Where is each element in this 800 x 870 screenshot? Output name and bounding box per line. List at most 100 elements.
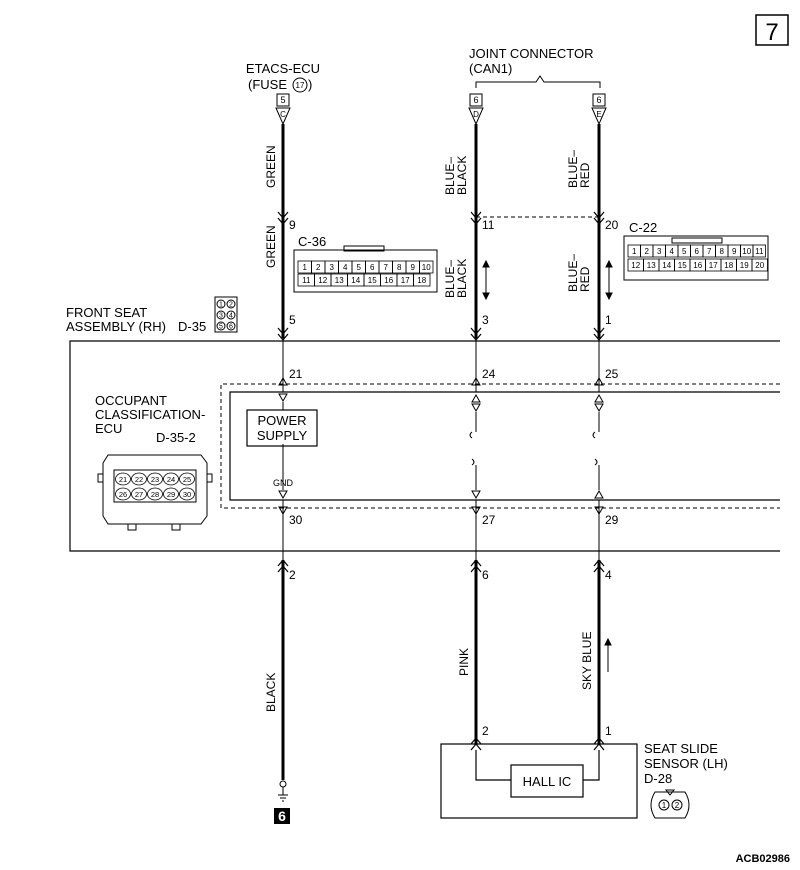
wire-label-blue-black-mid: BLUE–BLACK [443,259,469,298]
ground-number: 6 [278,808,286,824]
c36-pin-label: 14 [351,276,360,285]
d28-connector-icon: 1 2 [650,789,690,819]
pin-br-ecu-bottom: 29 [605,513,619,527]
wire-label-blue-black-top: BLUE–BLACK [443,156,469,195]
d35-2-pin-label: 29 [167,490,175,499]
wire-label-blue-red-mid: BLUE–RED [566,254,592,292]
c22-cell [751,258,768,272]
c36-pin-label: 12 [318,276,327,285]
c22-pin-label: 19 [740,261,749,270]
d35-connector-icon: 1 2 3 4 5 6 [214,296,238,333]
ecu-internal-terminals [278,376,604,516]
wire-lower [281,560,601,780]
ecu-connector-label: D-35-2 [156,430,196,445]
c36-pin-label: 18 [417,276,426,285]
d35-2-pin [179,487,195,501]
c22-pin-label: 11 [755,247,764,256]
wire-label-green-mid: GREEN [264,225,278,268]
pin-bb-c22: 11 [482,218,495,232]
front-seat-body [69,340,780,552]
wire-label-blue-red-top: BLUE–RED [566,150,592,188]
pin-bb-d35: 3 [482,313,489,327]
figure-id: ACB02986 [736,853,790,865]
c36-pin-label: 6 [370,263,375,272]
joint-e-box-number: 6 [596,95,601,105]
etacs-terminal-triangle [275,107,291,126]
pin-br-c22: 20 [605,218,619,232]
etacs-terminal: C [280,110,286,119]
pin-g-c36: 9 [289,218,296,232]
d35-2-pin-label: 28 [151,490,159,499]
power-supply-line1: POWER [257,413,306,428]
d35-2-pin-label: 30 [183,490,191,499]
c36-pin-label: 9 [411,263,416,272]
internal-lines [282,338,600,560]
c36-pin-label: 7 [384,263,389,272]
svg-text:4: 4 [229,313,233,320]
ecu-line1: OCCUPANT [95,393,167,408]
c36-pin-label: 2 [316,263,321,272]
gnd-label: GND [273,478,294,488]
d35-2-pin-label: 23 [151,475,159,484]
ground-symbol [278,780,288,802]
c22-pin-label: 5 [682,247,687,256]
power-supply-line2: SUPPLY [257,428,308,443]
wire-label-green-top: GREEN [264,145,278,188]
wire-label-pink: PINK [457,648,471,676]
c22-pin-label: 4 [670,247,675,256]
joint-d-box [469,93,483,107]
c22-pin-label: 15 [678,261,687,270]
etacs-fuse-close: ) [308,77,312,92]
d35-2-pin-label: 27 [135,490,143,499]
c36-pin-label: 1 [303,263,308,272]
joint-d-box-number: 6 [473,95,478,105]
joint-e-terminal: E [596,110,601,119]
c22-label: C-22 [629,220,657,235]
page-number-box [755,14,789,46]
hall-ic-label: HALL IC [523,774,572,789]
d35-2-pin-label: 21 [119,475,127,484]
joint-d-terminal: D [473,110,479,119]
c22-cell [752,244,766,258]
d35-2-pin [179,472,195,486]
pin-br-d35: 1 [605,313,612,327]
pin-g-d35: 5 [289,313,296,327]
etacs-fuse-text: (FUSE [248,77,287,92]
c22-pin-label: 16 [693,261,702,270]
pin-bb-harness: 6 [482,568,489,582]
sensor-line2: SENSOR (LH) [644,756,728,771]
c22-pin-label: 9 [732,247,737,256]
joint-d-triangle [468,107,484,126]
d35-2-pin-label: 24 [167,475,175,484]
c36-label: C-36 [298,234,326,249]
fuse-number-circle [292,77,308,93]
connector-chevrons [277,211,605,751]
pin-br-ecu: 25 [605,367,619,381]
front-seat-connector: D-35 [178,319,206,334]
etacs-ecu-label: ETACS-ECU [246,61,320,76]
c36-pin-label: 4 [343,263,348,272]
pin-gnd-harness: 2 [289,568,296,582]
svg-text:6: 6 [229,324,233,331]
c36-pin-label: 15 [368,276,377,285]
d35-2-pin-label: 22 [135,475,143,484]
c22-pin-label: 13 [647,261,656,270]
pin-g-ecu: 21 [289,367,303,381]
c36-pin-label: 3 [330,263,335,272]
pin-bb-ecu: 24 [482,367,496,381]
pin-gnd-ecu: 30 [289,513,303,527]
c22-pin-label: 3 [657,247,662,256]
sensor-internal-lines [475,750,600,781]
c22-pin-label: 12 [631,261,640,270]
svg-text:5: 5 [219,324,223,331]
c22-pin-label: 14 [662,261,671,270]
wire-label-black: BLACK [264,673,278,712]
d35-2-pin [115,472,131,486]
hall-ic-box [510,764,584,798]
svg-text:2: 2 [675,801,680,810]
ecu-line2: CLASSIFICATION- [95,407,205,422]
d35-2-pin [147,487,163,501]
